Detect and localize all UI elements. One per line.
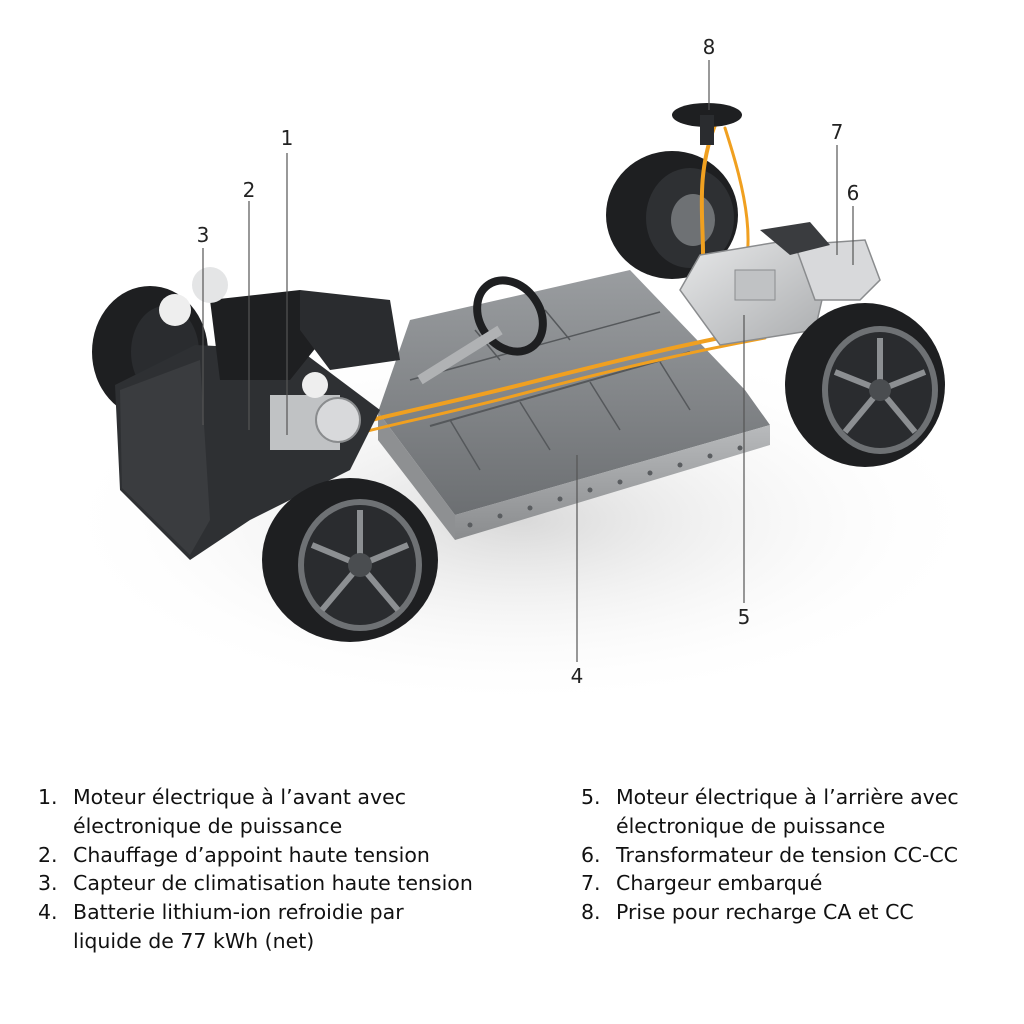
legend-text: Batterie lithium-ion refroidie par liqui… xyxy=(73,900,404,953)
legend-item: 7. Chargeur embarqué xyxy=(581,869,1011,898)
legend-text: Moteur électrique à l’arrière avec élect… xyxy=(616,785,959,838)
ev-chassis-illustration xyxy=(50,60,990,710)
callout-7: 7 xyxy=(830,120,844,144)
legend-text: Moteur électrique à l’avant avec électro… xyxy=(73,785,406,838)
legend-left-column: 1. Moteur électrique à l’avant avec élec… xyxy=(38,783,558,956)
legend-text: Transformateur de tension CC-CC xyxy=(616,842,958,867)
legend-right-column: 5. Moteur électrique à l’arrière avec él… xyxy=(581,783,1011,927)
legend-text: Prise pour recharge CA et CC xyxy=(616,900,914,925)
legend-number: 7. xyxy=(581,871,601,896)
legend-number: 1. xyxy=(38,785,58,809)
steering-wheel xyxy=(417,276,547,385)
callout-5: 5 xyxy=(737,605,751,629)
legend-item: 6. Transformateur de tension CC-CC xyxy=(581,841,1011,870)
legend-number: 2. xyxy=(38,842,58,867)
legend-text: Capteur de climatisation haute tension xyxy=(73,871,473,896)
legend-number: 4. xyxy=(38,900,58,925)
legend-item: 4. Batterie lithium-ion refroidie par li… xyxy=(38,898,558,956)
rear-drive-unit xyxy=(679,222,881,346)
charging-socket xyxy=(672,103,742,145)
legend-number: 8. xyxy=(581,900,601,925)
legend-number: 5. xyxy=(581,785,601,809)
callout-2: 2 xyxy=(242,178,256,202)
legend-number: 6. xyxy=(581,842,601,867)
front-left-wheel xyxy=(262,478,438,642)
legend-item: 3. Capteur de climatisation haute tensio… xyxy=(38,869,558,898)
legend-item: 1. Moteur électrique à l’avant avec élec… xyxy=(38,783,558,841)
callout-8: 8 xyxy=(702,35,716,59)
legend-number: 3. xyxy=(38,871,58,896)
legend-item: 5. Moteur électrique à l’arrière avec él… xyxy=(581,783,1011,841)
legend-text: Chargeur embarqué xyxy=(616,871,823,896)
callout-leader-lines xyxy=(202,60,854,662)
legend-text: Chauffage d’appoint haute tension xyxy=(73,842,430,867)
legend-item: 8. Prise pour recharge CA et CC xyxy=(581,898,1011,927)
front-drive-unit xyxy=(115,267,400,560)
rear-right-wheel xyxy=(785,303,945,467)
callout-1: 1 xyxy=(280,126,294,150)
legend-item: 2. Chauffage d’appoint haute tension xyxy=(38,841,558,870)
callout-3: 3 xyxy=(196,223,210,247)
rear-left-wheel xyxy=(606,151,738,279)
battery-pack xyxy=(378,270,770,540)
callout-6: 6 xyxy=(846,181,860,205)
callout-4: 4 xyxy=(570,664,584,688)
